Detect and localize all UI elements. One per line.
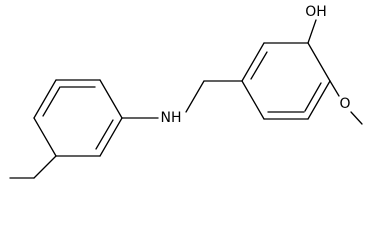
bond [33, 117, 57, 157]
bond [99, 79, 123, 119]
bond [307, 42, 331, 82]
bond [33, 155, 57, 179]
bond [185, 80, 205, 113]
ethyl-group [9, 155, 57, 179]
bond [350, 111, 363, 125]
double-bond [304, 82, 322, 112]
amine-linker [121, 80, 243, 119]
bond [241, 42, 265, 82]
methoxy-oxygen-label: O [339, 96, 350, 112]
bond [307, 80, 331, 120]
hydroxyl-group [307, 19, 317, 44]
molecule-structure-diagram: NH OH O [9, 4, 363, 179]
methoxy-group [329, 80, 363, 125]
double-bond [95, 119, 114, 150]
double-bond [250, 51, 268, 80]
bond [307, 19, 317, 44]
bond [241, 80, 265, 120]
double-bond [42, 86, 61, 117]
bond [329, 80, 340, 97]
ethylphenyl-ring [33, 79, 123, 157]
amine-nh-label: NH [161, 110, 182, 126]
hydroxyl-oh-label: OH [305, 4, 327, 20]
methoxyphenol-ring [241, 42, 331, 120]
bond [99, 117, 123, 157]
bond [33, 79, 57, 119]
